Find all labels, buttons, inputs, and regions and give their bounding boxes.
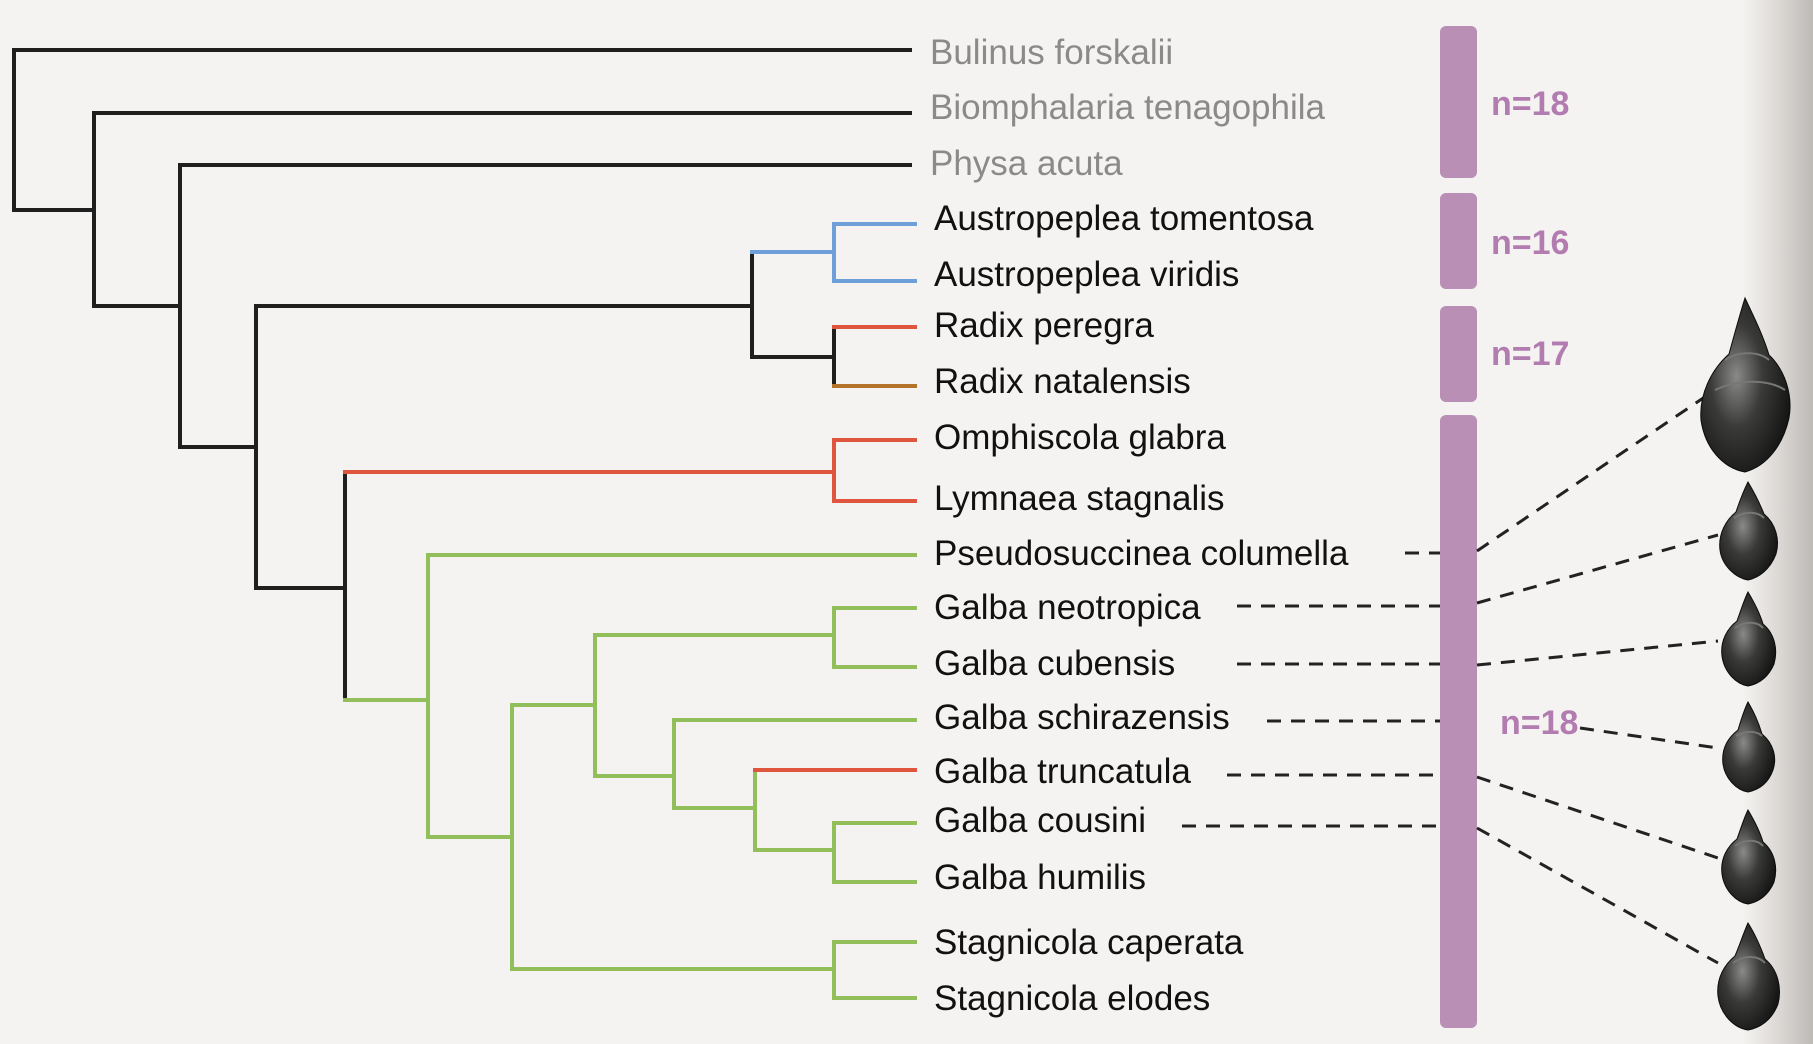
shell-leader-4 <box>1580 728 1718 748</box>
taxon-label: Lymnaea stagnalis <box>934 479 1225 518</box>
chromosome-count-label: n=18 <box>1500 704 1578 742</box>
taxon-label: Galba cousini <box>934 801 1146 840</box>
taxon-label: Pseudosuccinea columella <box>934 534 1349 573</box>
taxon-label: Physa acuta <box>930 144 1123 183</box>
taxon-label: Galba humilis <box>934 858 1146 897</box>
chromosome-count-label: n=17 <box>1491 335 1569 373</box>
chromosome-bar <box>1440 306 1477 402</box>
snail-shell-icon <box>1722 592 1776 686</box>
taxon-label: Galba neotropica <box>934 588 1201 627</box>
taxon-label: Galba cubensis <box>934 644 1175 683</box>
chromosome-count-label: n=18 <box>1491 85 1569 123</box>
shell-leader-2 <box>1477 535 1718 603</box>
snail-shell-icon <box>1722 810 1776 904</box>
chromosome-labels: n=18 n=16 n=17 n=18 <box>1491 85 1578 742</box>
chromosome-bar <box>1440 26 1477 178</box>
snail-shell-icon <box>1723 702 1775 792</box>
taxon-label: Radix natalensis <box>934 362 1191 401</box>
taxon-labels: Bulinus forskalii Biomphalaria tenagophi… <box>930 33 1349 1018</box>
shell-leader-3 <box>1477 641 1718 665</box>
taxon-label: Bulinus forskalii <box>930 33 1173 72</box>
taxon-label: Austropeplea viridis <box>934 255 1239 294</box>
shell-images <box>1701 298 1790 1030</box>
shell-leader-lines <box>1477 388 1718 963</box>
shell-leader-1 <box>1477 388 1718 551</box>
label-leader-lines <box>1182 553 1460 826</box>
snail-shell-icon <box>1718 923 1780 1030</box>
taxon-label: Omphiscola glabra <box>934 418 1226 457</box>
taxon-label: Stagnicola elodes <box>934 979 1210 1018</box>
taxon-label: Galba schirazensis <box>934 698 1230 737</box>
taxon-label: Radix peregra <box>934 306 1154 345</box>
snail-shell-icon <box>1720 482 1778 580</box>
taxon-label: Austropeplea tomentosa <box>934 199 1314 238</box>
chromosome-bar <box>1440 193 1477 289</box>
chromosome-bar <box>1440 415 1477 1028</box>
chromosome-count-label: n=16 <box>1491 224 1569 262</box>
tree-branches <box>14 50 915 998</box>
taxon-label: Galba truncatula <box>934 752 1191 791</box>
shell-leader-5 <box>1477 777 1718 858</box>
taxon-label: Biomphalaria tenagophila <box>930 88 1326 127</box>
shell-leader-6 <box>1477 828 1718 963</box>
snail-shell-icon <box>1701 298 1790 472</box>
chromosome-bars <box>1440 26 1477 1028</box>
taxon-label: Stagnicola caperata <box>934 923 1244 962</box>
